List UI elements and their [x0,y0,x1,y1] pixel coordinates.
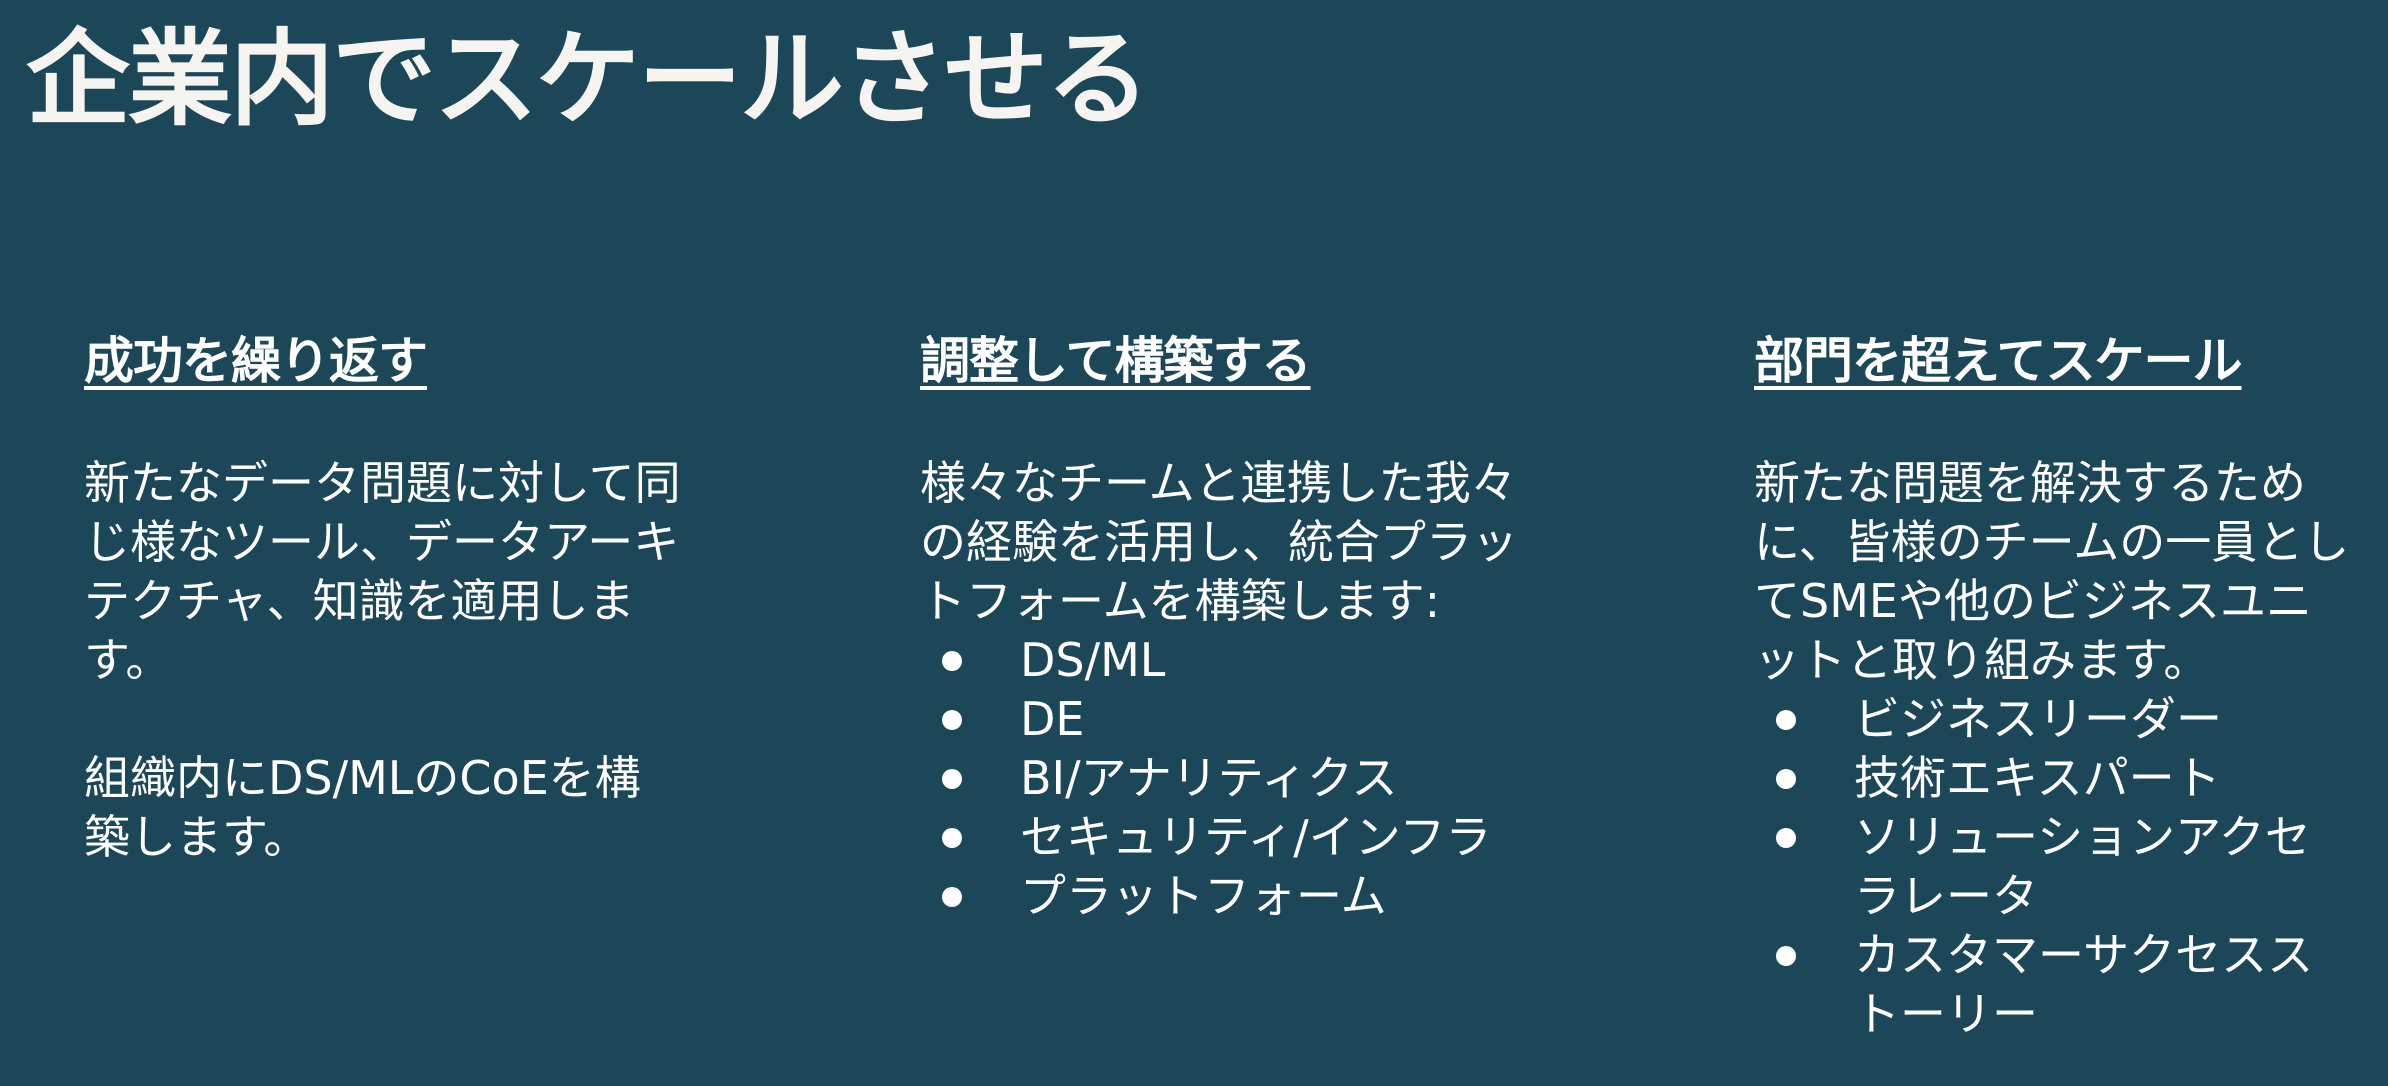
list-item: カスタマーサクセスストーリー [1754,926,2374,1044]
list-item-text: セキュリティ/インフラ [1020,810,1492,864]
bullet-icon [942,828,962,848]
list-item: BI/アナリティクス [920,749,1540,808]
list-item-text: 技術エキスパート [1854,751,2221,805]
list-item: セキュリティ/インフラ [920,808,1540,867]
list-item-text: カスタマーサクセスストーリー [1854,928,2314,1041]
list-item: プラットフォーム [920,867,1540,926]
column-scale-across-departments: 部門を超えてスケール 新たな問題を解決するために、皆様のチームの一員としてSME… [1754,326,2374,1044]
list-item-text: プラットフォーム [1020,869,1387,923]
bullet-icon [942,769,962,789]
bullet-icon [942,651,962,671]
paragraph: 様々なチームと連携した我々の経験を活用し、統合プラットフォームを構築します: [920,456,1518,628]
column-heading: 調整して構築する [920,332,1312,390]
paragraph: 新たなデータ問題に対して同じ様なツール、データアーキテクチャ、知識を適用します。 [84,456,681,687]
bullet-icon [1776,828,1796,848]
list-item: DE [920,690,1540,749]
list-item: 技術エキスパート [1754,749,2374,808]
list-item-text: BI/アナリティクス [1020,751,1398,805]
list-item: DS/ML [920,631,1540,690]
bullet-icon [942,887,962,907]
bullet-icon [942,710,962,730]
column-repeat-success: 成功を繰り返す 新たなデータ問題に対して同じ様なツール、データアーキテクチャ、知… [84,326,684,867]
column-body: 新たなデータ問題に対して同じ様なツール、データアーキテクチャ、知識を適用します。… [84,454,684,867]
slide-title: 企業内でスケールさせる [26,18,1150,140]
list-item-text: DE [1020,692,1085,746]
list-item: ビジネスリーダー [1754,690,2374,749]
column-heading: 成功を繰り返す [84,332,428,390]
bullet-icon [1776,710,1796,730]
column-coordinate-build: 調整して構築する 様々なチームと連携した我々の経験を活用し、統合プラットフォーム… [920,326,1540,926]
column-body: 様々なチームと連携した我々の経験を活用し、統合プラットフォームを構築します: D… [920,454,1540,926]
bullet-icon [1776,769,1796,789]
list-item-text: DS/ML [1020,633,1166,687]
list-item-text: ビジネスリーダー [1854,692,2222,746]
bullet-list: DS/ML DE BI/アナリティクス セキュリティ/インフラ プラットフォーム [920,631,1540,926]
column-heading: 部門を超えてスケール [1754,332,2243,390]
bullet-icon [1776,946,1796,966]
list-item-text: ソリューションアクセラレータ [1854,810,2311,923]
bullet-list: ビジネスリーダー 技術エキスパート ソリューションアクセラレータ カスタマーサク… [1754,690,2374,1044]
paragraph: 組織内にDS/MLのCoEを構築します。 [84,751,641,864]
column-body: 新たな問題を解決するために、皆様のチームの一員としてSMEや他のビジネスユニット… [1754,454,2374,1044]
paragraph: 新たな問題を解決するために、皆様のチームの一員としてSMEや他のビジネスユニット… [1754,456,2350,687]
list-item: ソリューションアクセラレータ [1754,808,2374,926]
